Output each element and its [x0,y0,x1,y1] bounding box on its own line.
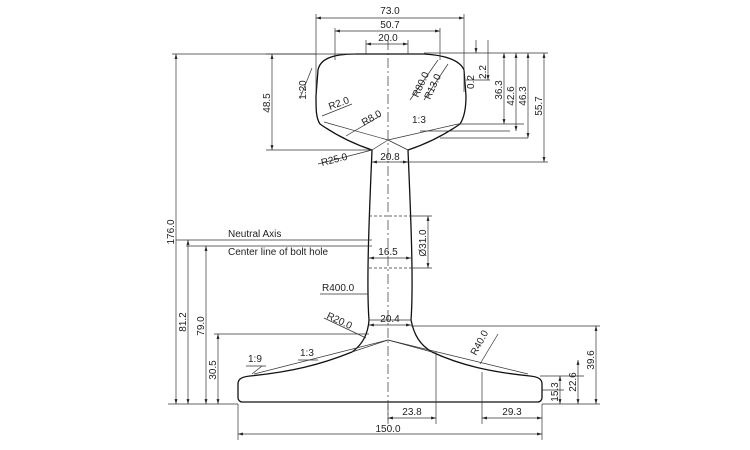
axis-lines: Neutral Axis Center line of bolt hole [176,229,372,258]
dim-15-3: 15.3 [550,382,561,402]
dim-neutral-axis-height: 81.2 [178,312,189,332]
label-neutral-axis: Neutral Axis [228,229,281,240]
label-r400: R400.0 [322,283,355,294]
dim-42-6: 42.6 [506,86,517,106]
foot-annotations: 1:9 1:3 R40.0 39.6 22.6 15.3 23.8 29.3 1… [237,325,600,440]
dim-head-height: 48.5 [262,93,273,113]
label-r2: R2.0 [327,95,351,113]
dim-0-2: 0.2 [466,75,477,89]
label-slope-1-9: 1:9 [248,354,262,365]
dim-36-3: 36.3 [494,80,505,100]
dim-2-2: 2.2 [478,65,489,79]
label-r25: R25.0 [320,152,349,169]
left-dimensions: 176.0 81.2 79.0 30.5 [166,53,369,405]
label-slope-1-3-foot: 1:3 [300,348,314,359]
dim-39-6: 39.6 [586,350,597,370]
dim-22-6: 22.6 [568,372,579,392]
dim-web-mid: 16.5 [378,247,398,258]
top-dimensions: 73.0 50.7 20.0 [315,6,465,92]
dim-55-7: 55.7 [534,96,545,116]
dim-46-3: 46.3 [518,86,529,106]
dim-total-height: 176.0 [166,219,177,244]
label-slope-1-3-head: 1:3 [412,115,426,126]
rail-web-right [407,149,433,353]
label-bolt-line: Center line of bolt hole [228,247,329,258]
rail-foot-outline [237,351,543,403]
internal-lines [253,121,529,375]
rail-web-left [351,149,373,353]
rail-outline [237,53,543,403]
label-r8: R8.0 [360,108,384,128]
dim-web-top: 20.8 [380,152,400,163]
dim-head-width: 73.0 [380,6,400,17]
right-dimensions: 0.2 2.2 36.3 42.6 46.3 55.7 [400,40,548,163]
dim-foot-height: 30.5 [208,360,219,380]
dim-top-flat: 20.0 [378,33,398,44]
dim-bolt-height: 79.0 [196,316,207,336]
dim-crown-width: 50.7 [380,20,400,31]
dim-29-3: 29.3 [502,407,522,418]
head-annotations: 48.5 1:20 R2.0 R8.0 R80.0 R13.0 1:3 [262,53,449,151]
label-r20: R20.0 [325,311,354,332]
dim-base-width: 150.0 [375,424,400,435]
dim-bolt-hole: Ø31.0 [418,229,429,257]
dim-web-bottom: 20.4 [380,314,400,325]
web-annotations: R25.0 20.8 16.5 Ø31.0 R400.0 R20.0 20.4 [317,149,432,339]
label-r40: R40.0 [469,328,491,357]
dim-23-8: 23.8 [402,407,422,418]
